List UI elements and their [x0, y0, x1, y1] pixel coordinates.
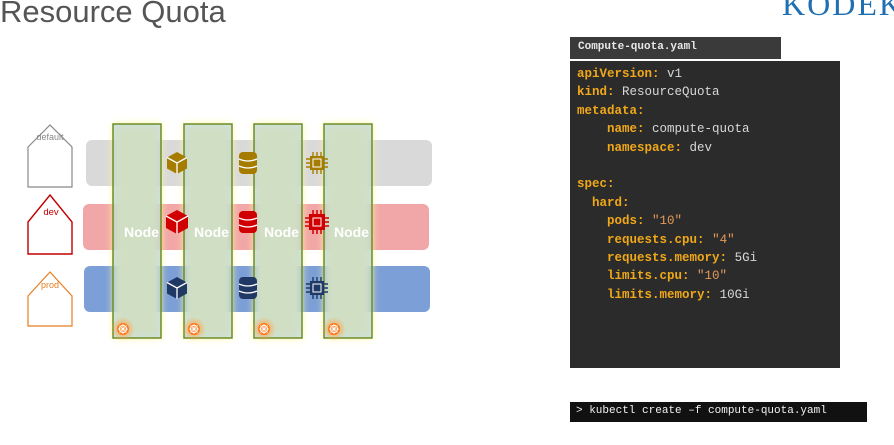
- cube-icon: [166, 152, 188, 174]
- yaml-value: dev: [689, 140, 713, 155]
- cpu-icon: [306, 277, 328, 299]
- database-icon: [238, 211, 258, 233]
- database-icon: [238, 277, 258, 299]
- yaml-key: hard:: [592, 195, 630, 210]
- database-icon: [238, 152, 258, 174]
- yaml-value: "10": [652, 214, 683, 229]
- yaml-value: "4": [712, 232, 735, 247]
- node-label-2: Node: [194, 224, 229, 240]
- kubernetes-wheel-icon: [322, 317, 346, 341]
- yaml-key: namespace:: [607, 140, 683, 155]
- yaml-key: kind:: [577, 85, 615, 100]
- namespace-node-diagram: default dev prod Node Node Node Node: [27, 123, 432, 341]
- command-text: > kubectl create –f compute-quota.yaml: [576, 405, 827, 417]
- kubernetes-wheel-icon: [182, 317, 206, 341]
- yaml-key: requests.cpu:: [607, 232, 705, 247]
- yaml-value: v1: [667, 67, 683, 81]
- node-label-3: Node: [264, 224, 299, 240]
- yaml-key: apiVersion:: [577, 67, 660, 81]
- namespace-label-dev: dev: [43, 207, 59, 218]
- yaml-key: pods:: [607, 214, 645, 229]
- node-column-3: [253, 123, 303, 339]
- slide-title: Resource Quota: [0, 0, 226, 29]
- kodekloud-logo: KODEKLOUD: [782, 0, 894, 16]
- yaml-key: metadata:: [577, 103, 645, 118]
- yaml-code: apiVersion: v1 kind: ResourceQuota metad…: [570, 61, 840, 304]
- cpu-icon: [305, 210, 329, 234]
- node-column-2: [183, 123, 233, 339]
- node-column-1: [112, 123, 162, 339]
- node-label-1: Node: [124, 224, 159, 240]
- kubernetes-wheel-icon: [252, 317, 276, 341]
- yaml-value: 10Gi: [719, 287, 750, 302]
- kubernetes-wheel-icon: [111, 317, 135, 341]
- yaml-key: limits.cpu:: [607, 269, 690, 284]
- command-line: > kubectl create –f compute-quota.yaml: [570, 402, 867, 422]
- yaml-key: limits.memory:: [607, 287, 713, 302]
- yaml-key: requests.memory:: [607, 251, 728, 266]
- namespace-house-default: default: [27, 124, 73, 188]
- yaml-key: spec:: [577, 177, 615, 192]
- yaml-key: name:: [607, 122, 645, 137]
- cube-icon: [166, 277, 188, 299]
- yaml-value: ResourceQuota: [622, 85, 720, 100]
- namespace-label-default: default: [36, 132, 64, 142]
- node-column-4: [323, 123, 373, 339]
- namespace-house-prod: prod: [27, 271, 73, 327]
- cpu-icon: [306, 152, 328, 174]
- yaml-filename: Compute-quota.yaml: [578, 41, 697, 53]
- namespace-label-prod: prod: [41, 280, 59, 290]
- logo-text: KODEKLOUD: [782, 0, 894, 16]
- yaml-value: 5Gi: [734, 251, 758, 266]
- namespace-house-dev: dev: [27, 193, 73, 255]
- cube-icon: [165, 210, 189, 234]
- yaml-code-panel: apiVersion: v1 kind: ResourceQuota metad…: [570, 61, 840, 368]
- node-label-4: Node: [334, 224, 369, 240]
- yaml-file-tab: Compute-quota.yaml: [570, 37, 781, 59]
- yaml-value: "10": [697, 269, 728, 284]
- yaml-value: compute-quota: [652, 122, 750, 137]
